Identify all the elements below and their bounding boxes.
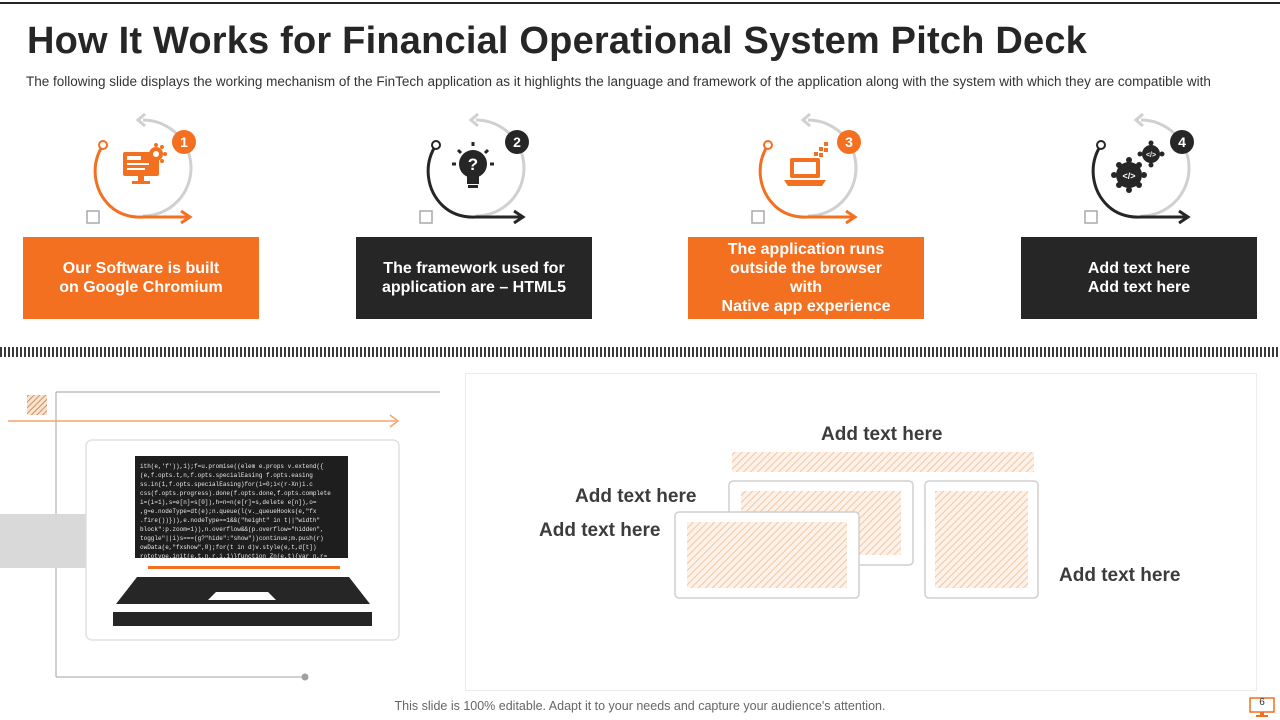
- step-3: 3 The application runs outside the brows…: [688, 112, 924, 322]
- laptop-illustration: ith(e,'f')),1);f=u.promise((elem e.props…: [0, 372, 440, 692]
- svg-text:?: ?: [468, 155, 478, 174]
- cycle-arrow-3: 3: [751, 112, 861, 225]
- step-number-3: 3: [845, 134, 853, 150]
- svg-text:block":p.zoom=1)),n.overflow&&: block":p.zoom=1)),n.overflow&&(p.overflo…: [140, 526, 324, 533]
- cycle-arrow-4: 4 </> </>: [1084, 112, 1194, 225]
- slide-subtitle: The following slide displays the working…: [26, 74, 1211, 89]
- page-number: 6: [1249, 697, 1275, 717]
- svg-text:rototype.init(e,t,n,r,i,1)}fun: rototype.init(e,t,n,r,i,1)}function Zn(e…: [140, 553, 328, 560]
- svg-text:i=(i=1),s=e[n]=s[0]),h=n=n(e[r: i=(i=1),s=e[n]=s[0]),h=n=n(e[r]=s,delete…: [140, 499, 317, 506]
- footer-note: This slide is 100% editable. Adapt it to…: [394, 699, 886, 713]
- panel-label-right: Add text here: [1059, 565, 1181, 586]
- svg-text:,g=e.nodeType=dt(e);n.queue(l(: ,g=e.nodeType=dt(e);n.queue(l(v._queueHo…: [140, 508, 317, 515]
- step-number-2: 2: [513, 134, 521, 150]
- svg-text:ith(e,'f')),1);f=u.promise((el: ith(e,'f')),1);f=u.promise((elem e.props…: [140, 463, 324, 470]
- step-badge-3: [837, 130, 861, 154]
- striped-divider: [0, 347, 1280, 357]
- cycle-arrow-2: 2 ?: [419, 112, 529, 225]
- step-2-box: The framework used for application are –…: [356, 237, 592, 319]
- lightbulb-question-icon: ?: [452, 142, 494, 188]
- svg-text:ss.in(1,f.opts.specialEasing)f: ss.in(1,f.opts.specialEasing)for(i=0;i<(…: [140, 481, 313, 488]
- code-gears-icon: </> </>: [1111, 140, 1165, 193]
- svg-text:</>: </>: [1122, 171, 1135, 181]
- laptop-illustration-graphic: ith(e,'f')),1);f=u.promise((elem e.props…: [0, 391, 440, 681]
- hatch-bar: [732, 452, 1034, 472]
- step-3-line-2: outside the browser with: [729, 260, 883, 296]
- step-number-1: 1: [180, 134, 188, 150]
- panel-graphic: [674, 452, 1039, 599]
- step-4-line-1: Add text here: [1087, 260, 1191, 277]
- svg-text:owData(e,"fxshow",0);for(t in: owData(e,"fxshow",0);for(t in d)v.style(…: [140, 544, 316, 551]
- cycle-arrow-1: 1: [86, 112, 196, 225]
- panel-label-top: Add text here: [821, 424, 943, 445]
- step-3-line-1: The application runs: [727, 241, 885, 258]
- panel-label-left: Add text here: [539, 520, 661, 541]
- page-number-text: 6: [1259, 697, 1265, 708]
- step-4-line-2: Add text here: [1087, 279, 1191, 296]
- svg-text:(e,f.opts.t,n,f.opts.specialEa: (e,f.opts.t,n,f.opts.specialEasing f.opt…: [140, 472, 313, 479]
- step-4-box: Add text here Add text here: [1021, 237, 1257, 319]
- step-1-box: Our Software is built on Google Chromium: [23, 237, 259, 319]
- svg-text:</>: </>: [1146, 152, 1156, 159]
- laptop-icon: [784, 142, 828, 186]
- svg-text:.fire())})),e.nodeType==1&&("h: .fire())})),e.nodeType==1&&("height" in …: [140, 517, 320, 524]
- step-1-line-2: on Google Chromium: [59, 279, 223, 296]
- step-2-line-2: application are – HTML5: [381, 279, 567, 296]
- monitor-icon: [1249, 697, 1275, 717]
- info-panel: Add text here Add text here Add text her…: [465, 373, 1257, 691]
- svg-text:toggle"||i)s===(g?"hide":"show: toggle"||i)s===(g?"hide":"show"))continu…: [140, 535, 324, 542]
- svg-text:css(f.opts.progress).done(f.op: css(f.opts.progress).done(f.opts.done,f.…: [140, 490, 331, 497]
- slide-title: How It Works for Financial Operational S…: [27, 20, 1087, 62]
- step-2-line-1: The framework used for: [383, 260, 565, 277]
- step-1-line-1: Our Software is built: [62, 260, 220, 277]
- step-badge-2: [505, 130, 529, 154]
- code-screen: [135, 456, 348, 558]
- step-3-line-3: Native app experience: [721, 298, 891, 315]
- step-2: 2 ? The framework used for application a…: [356, 112, 592, 322]
- step-badge-4: [1170, 130, 1194, 154]
- monitor-gear-icon: [123, 143, 167, 184]
- step-number-4: 4: [1178, 134, 1186, 150]
- step-badge-1: [172, 130, 196, 154]
- panel-label-middle: Add text here: [575, 486, 697, 507]
- step-1: 1 Our Software is built on Google Chromi…: [23, 112, 259, 322]
- hatch-square: [27, 395, 47, 415]
- top-rule: [0, 2, 1280, 4]
- step-3-box: The application runs outside the browser…: [688, 237, 924, 319]
- step-4: 4 </> </> Add text here Add text here: [1021, 112, 1257, 322]
